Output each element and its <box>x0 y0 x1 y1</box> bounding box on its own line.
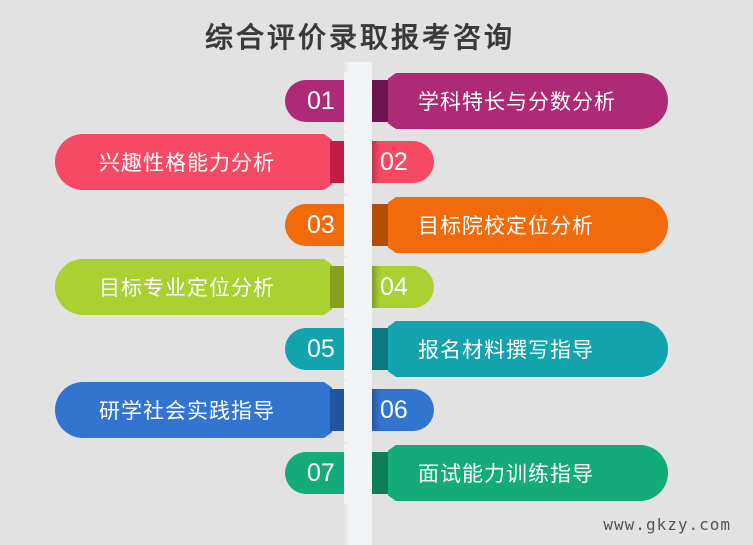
list-item-07: 07 面试能力训练指导 <box>0 444 753 504</box>
number-badge: 06 <box>372 389 434 431</box>
fold-segment <box>372 204 390 246</box>
strip-segment <box>344 133 372 193</box>
strip-segment <box>344 258 372 318</box>
list-item-01: 01 学科特长与分数分析 <box>0 72 753 132</box>
list-item-02: 兴趣性格能力分析 02 <box>0 133 753 193</box>
list-item-06: 研学社会实践指导 06 <box>0 381 753 441</box>
number-badge: 07 <box>285 452 351 494</box>
website-url: www.gkzy.com <box>603 515 731 534</box>
fold-segment <box>330 141 345 183</box>
number-badge: 03 <box>285 204 351 246</box>
page-title: 综合评价录取报考咨询 <box>204 21 515 54</box>
list-item-03: 03 目标院校定位分析 <box>0 196 753 256</box>
item-label: 面试能力训练指导 <box>388 445 668 501</box>
fold-segment <box>330 266 345 308</box>
list-item-05: 05 报名材料撰写指导 <box>0 320 753 380</box>
item-label: 研学社会实践指导 <box>55 382 332 438</box>
fold-segment <box>372 328 390 370</box>
item-label: 报名材料撰写指导 <box>388 321 668 377</box>
strip-segment <box>344 381 372 441</box>
fold-segment <box>330 389 345 431</box>
number-badge: 04 <box>372 266 434 308</box>
number-badge: 02 <box>372 141 434 183</box>
number-badge: 01 <box>285 80 351 122</box>
fold-segment <box>372 452 390 494</box>
item-label: 学科特长与分数分析 <box>388 73 668 129</box>
item-label: 目标院校定位分析 <box>388 197 668 253</box>
fold-segment <box>372 80 390 122</box>
list-item-04: 目标专业定位分析 04 <box>0 258 753 318</box>
number-badge: 05 <box>285 328 351 370</box>
item-label: 兴趣性格能力分析 <box>55 134 332 190</box>
item-label: 目标专业定位分析 <box>55 259 332 315</box>
